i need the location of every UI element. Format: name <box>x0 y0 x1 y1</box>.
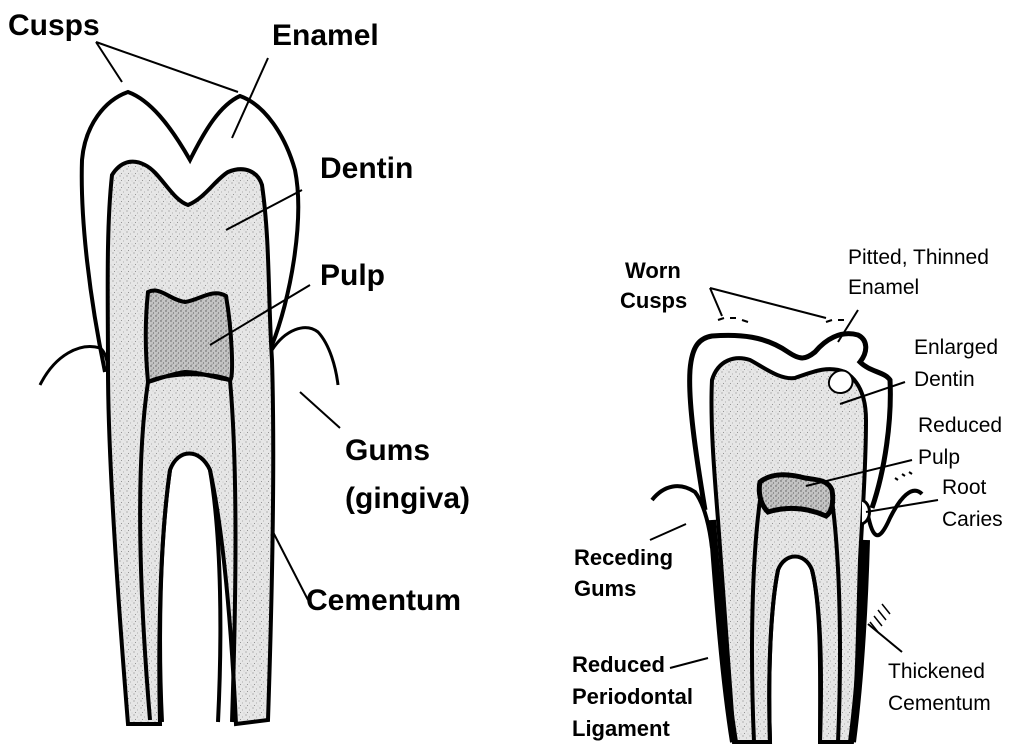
label-receding: Receding <box>574 545 673 570</box>
label-root-caries: Caries <box>942 508 1003 531</box>
dentin-region <box>108 162 274 724</box>
label-pdl-periodontal: Periodontal <box>572 684 693 709</box>
label-root: Root <box>942 476 987 499</box>
label-receding-gums: Gums <box>574 576 636 601</box>
aged-inner-root <box>769 570 821 742</box>
label-reduced: Reduced <box>918 414 1002 437</box>
label-enamel: Enamel <box>272 19 379 52</box>
inner-root <box>160 470 220 722</box>
label-pitted: Pitted, Thinned <box>848 246 989 269</box>
label-pitted-enamel: Enamel <box>848 276 919 299</box>
label-pdl-reduced: Reduced <box>572 652 665 677</box>
reduced-pulp-region <box>759 475 832 516</box>
gum-recession-dots <box>895 472 912 480</box>
aged-tooth <box>652 318 922 742</box>
healthy-tooth <box>40 92 338 724</box>
label-cementum: Cementum <box>306 584 461 617</box>
gum-left <box>40 347 108 385</box>
label-pulp: Pulp <box>320 259 385 292</box>
pulp-region <box>146 291 232 382</box>
label-reduced-pulp: Pulp <box>918 446 960 469</box>
label-pdl-ligament: Ligament <box>572 716 670 741</box>
label-gingiva: (gingiva) <box>345 482 470 515</box>
label-enlarged: Enlarged <box>914 336 998 359</box>
label-cusps: Cusps <box>8 9 100 42</box>
enamel-pit <box>829 371 853 394</box>
label-gums: Gums <box>345 434 430 467</box>
label-thickened-cementum: Cementum <box>888 692 991 715</box>
label-thickened: Thickened <box>888 660 985 683</box>
label-worn-cusps: Cusps <box>620 288 687 313</box>
enlarged-dentin-region <box>711 358 866 742</box>
label-enlarged-dentin: Dentin <box>914 368 975 391</box>
gum-right <box>272 328 338 385</box>
label-worn: Worn <box>625 258 681 283</box>
label-dentin: Dentin <box>320 152 413 185</box>
